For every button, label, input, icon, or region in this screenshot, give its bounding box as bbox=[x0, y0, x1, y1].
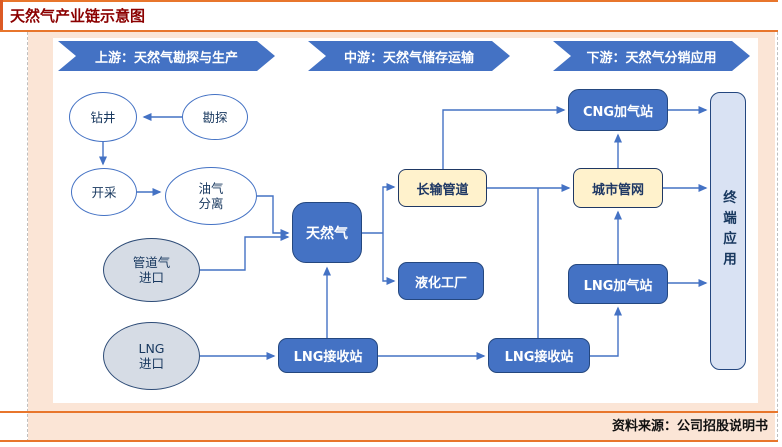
node-cng-station-label: CNG加气站 bbox=[582, 104, 654, 120]
banner-midstream: 中游：天然气储存运输 bbox=[308, 41, 510, 71]
node-long-distance-pipeline: 长输管道 bbox=[398, 169, 487, 207]
node-exploration: 勘探 bbox=[182, 94, 248, 140]
node-city-pipe-network: 城市管网 bbox=[573, 168, 663, 208]
banner-midstream-label: 中游：天然气储存运输 bbox=[343, 50, 474, 66]
node-extraction: 开采 bbox=[71, 168, 137, 216]
source-note: 资料来源：公司招股说明书 bbox=[611, 419, 768, 434]
node-lng-import-label: LNG 进口 bbox=[138, 341, 164, 371]
node-natural-gas-label: 天然气 bbox=[306, 225, 348, 242]
node-lng-station: LNG加气站 bbox=[568, 264, 668, 304]
node-pipeline-gas-import-label: 管道气 进口 bbox=[133, 255, 171, 285]
pipeline-import-line2: 进口 bbox=[138, 270, 164, 285]
node-liquefaction-plant: 液化工厂 bbox=[398, 262, 484, 300]
banner-downstream-label: 下游：天然气分销应用 bbox=[586, 50, 717, 66]
node-lng-station-label: LNG加气站 bbox=[583, 278, 653, 294]
node-liquefaction-plant-label: 液化工厂 bbox=[414, 275, 467, 291]
footer-top-rule bbox=[0, 411, 778, 413]
node-pipeline-gas-import: 管道气 进口 bbox=[103, 238, 200, 302]
banner-upstream-label: 上游：天然气勘探与生产 bbox=[94, 50, 238, 66]
title-bottom-rule bbox=[0, 30, 778, 32]
node-extraction-label: 开采 bbox=[91, 184, 117, 200]
node-lng-receiving-station-left-label: LNG接收站 bbox=[293, 350, 363, 365]
banner-upstream: 上游：天然气勘探与生产 bbox=[58, 41, 275, 71]
separation-line1: 油气 bbox=[198, 181, 224, 196]
page-title: 天然气产业链示意图 bbox=[10, 7, 146, 25]
left-dashed-border bbox=[27, 32, 28, 442]
node-lng-receiving-station-right-label: LNG接收站 bbox=[504, 350, 574, 365]
node-oil-gas-separation: 油气 分离 bbox=[165, 167, 257, 225]
lng-import-line1: LNG bbox=[138, 341, 165, 356]
node-exploration-label: 勘探 bbox=[202, 109, 228, 125]
separation-line2: 分离 bbox=[198, 196, 224, 211]
node-cng-station: CNG加气站 bbox=[568, 89, 668, 131]
node-lng-receiving-station-left: LNG接收站 bbox=[278, 338, 378, 373]
top-rule bbox=[0, 0, 778, 2]
node-long-distance-pipeline-label: 长输管道 bbox=[416, 182, 469, 198]
banner-downstream: 下游：天然气分销应用 bbox=[553, 41, 750, 71]
node-drilling-label: 钻井 bbox=[90, 109, 116, 125]
node-terminal-application-label: 终端应用 bbox=[720, 190, 736, 272]
node-city-pipe-network-label: 城市管网 bbox=[591, 182, 644, 198]
node-oil-gas-separation-label: 油气 分离 bbox=[198, 181, 223, 211]
node-lng-import: LNG 进口 bbox=[103, 322, 200, 390]
right-dashed-border bbox=[777, 32, 778, 442]
title-left-rule bbox=[0, 0, 3, 30]
node-terminal-application: 终端应用 bbox=[710, 92, 746, 370]
lng-import-line2: 进口 bbox=[138, 356, 164, 371]
footer-bottom-rule bbox=[0, 440, 778, 442]
pipeline-import-line1: 管道气 bbox=[132, 255, 171, 270]
node-drilling: 钻井 bbox=[69, 92, 137, 142]
node-natural-gas: 天然气 bbox=[292, 202, 362, 263]
node-lng-receiving-station-right: LNG接收站 bbox=[488, 338, 590, 373]
